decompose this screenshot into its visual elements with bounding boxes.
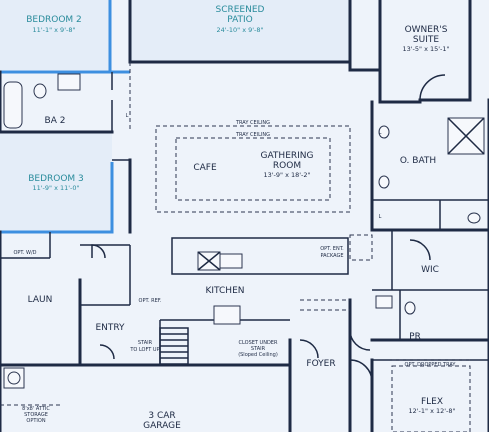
foyer-name: FOYER bbox=[306, 359, 335, 369]
opt-dropped-tray: OPT. DROPPED TRAY bbox=[405, 362, 457, 368]
stair-to-loft-1: STAIR bbox=[138, 340, 153, 346]
owners-suite-name-2: SUITE bbox=[413, 35, 439, 45]
attic-storage-3: OPTION bbox=[26, 418, 45, 424]
sink-icon bbox=[57, 73, 81, 91]
kitchen-sink-icon bbox=[219, 253, 243, 269]
tray-ceiling-1: TRAY CEILING bbox=[235, 120, 270, 126]
wic-name: WIC bbox=[421, 265, 439, 275]
opt-wd: OPT. W/D bbox=[13, 250, 36, 256]
room-labels: BEDROOM 2 11'-1" x 9'-8" SCREENED PATIO … bbox=[26, 5, 455, 431]
linen-label-1: L bbox=[126, 113, 129, 119]
closet-under-stair-1: CLOSET UNDER bbox=[239, 340, 278, 346]
fixtures bbox=[3, 73, 485, 389]
opt-ent-package-1: OPT. ENT. bbox=[320, 246, 344, 252]
gathering-room-dims: 13'-9" x 18'-2" bbox=[263, 171, 310, 179]
obath-sink-2-icon bbox=[378, 175, 390, 189]
bedroom3-name: BEDROOM 3 bbox=[28, 174, 84, 184]
garage-name-2: GARAGE bbox=[143, 421, 181, 431]
screened-patio-dims: 24'-10" x 9'-8" bbox=[216, 26, 263, 34]
linen-label-2: L bbox=[379, 214, 382, 220]
cooktop-icon bbox=[213, 305, 241, 325]
attic-storage-1: 8'x8' ATTIC bbox=[22, 406, 50, 412]
pr-sink-icon bbox=[375, 295, 393, 309]
obath-sink-1-icon bbox=[378, 125, 390, 139]
toilet-icon bbox=[33, 83, 47, 99]
screened-patio-name-1: SCREENED bbox=[216, 5, 265, 15]
bedroom3-area bbox=[0, 132, 112, 232]
bedroom2-dims: 11'-1" x 9'-8" bbox=[33, 26, 76, 34]
bedroom2-area bbox=[0, 0, 110, 70]
screened-patio-area bbox=[130, 0, 350, 62]
bathtub-icon bbox=[3, 81, 23, 129]
dashed-features bbox=[0, 62, 471, 432]
closet-under-stair-2: STAIR bbox=[251, 346, 266, 352]
tray-ceiling-2: TRAY CEILING bbox=[235, 132, 270, 138]
gathering-room-name-2: ROOM bbox=[273, 161, 301, 171]
pr-toilet-icon bbox=[404, 301, 416, 315]
opt-ref: OPT. REF. bbox=[139, 298, 162, 304]
notes: TRAY CEILING TRAY CEILING OPT. W/D OPT. … bbox=[13, 113, 456, 424]
sloped-ceiling: (Sloped Ceiling) bbox=[238, 352, 278, 358]
cafe-name: CAFE bbox=[193, 163, 217, 173]
pr-name: PR bbox=[409, 332, 421, 342]
owners-suite-name-1: OWNER'S bbox=[405, 25, 448, 35]
screened-patio-name-2: PATIO bbox=[227, 15, 253, 25]
o-bath-name: O. BATH bbox=[400, 156, 436, 166]
bedroom3-dims: 11'-9" x 11'-0" bbox=[32, 184, 79, 192]
ba2-name: BA 2 bbox=[45, 116, 66, 126]
garage-name-1: 3 CAR bbox=[148, 411, 175, 421]
laun-name: LAUN bbox=[28, 295, 53, 305]
bedroom2-name: BEDROOM 2 bbox=[26, 15, 82, 25]
stairs bbox=[159, 327, 189, 365]
obath-toilet-icon bbox=[467, 212, 481, 224]
opt-ent-package-2: PACKAGE bbox=[320, 253, 343, 259]
flex-name: FLEX bbox=[421, 397, 443, 407]
kitchen-name: KITCHEN bbox=[206, 286, 245, 296]
entry-name: ENTRY bbox=[95, 323, 125, 333]
doors bbox=[91, 74, 446, 383]
owners-suite-dims: 13'-5" x 15'-1" bbox=[402, 45, 449, 53]
linen-label-3: L bbox=[379, 130, 382, 136]
stair-to-loft-2: TO LOFT UP bbox=[129, 347, 159, 353]
attic-storage-2: STORAGE bbox=[24, 412, 48, 418]
gathering-room-name-1: GATHERING bbox=[261, 151, 314, 161]
flex-dims: 12'-1" x 12'-8" bbox=[408, 407, 455, 415]
